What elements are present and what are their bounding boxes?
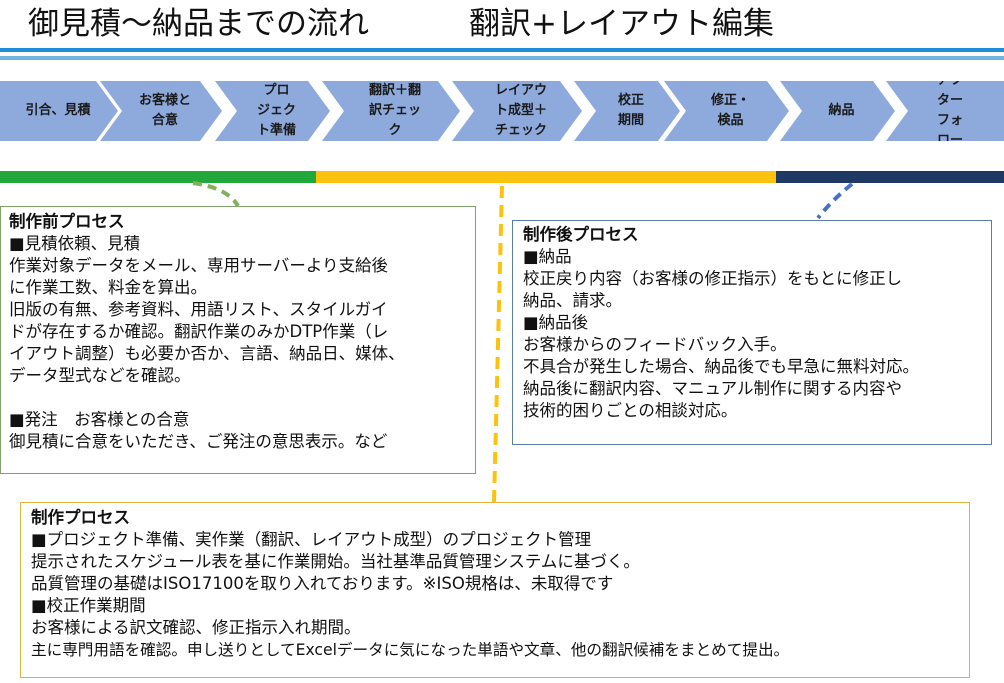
pre-phase-bar xyxy=(0,171,316,183)
step-label: 修正・検品 xyxy=(710,93,750,128)
production-connector xyxy=(492,185,504,503)
production-process-box: 制作プロセス ■プロジェクト準備、実作業（翻訳、レイアウト成型）のプロジェクト管… xyxy=(20,502,970,678)
post-process-line: 不具合が発生した場合、納品後でも早急に無料対応。 xyxy=(523,357,919,376)
post-process-line: 技術的困りごとの相談対応。 xyxy=(523,401,738,420)
pre-process-line: に作業工数、料金を算出。 xyxy=(9,278,207,297)
production-process-title: 制作プロセス xyxy=(31,508,130,527)
step-label: プロジェクト準備 xyxy=(256,83,296,138)
post-process-line: 校正戻り内容（お客様の修正指示）をもとに修正し xyxy=(523,269,903,288)
page-title: 御見積～納品までの流れ xyxy=(28,6,369,42)
step-proofreading-period: 校正期間 xyxy=(574,81,680,141)
production-phase-bar xyxy=(316,171,776,183)
pre-process-line: 旧版の有無、参考資料、用語リスト、スタイルガイ xyxy=(9,300,388,319)
pre-process-line: ■発注 お客様との合意 xyxy=(9,410,190,429)
step-label: レイアウト成型＋チェック xyxy=(494,83,547,138)
post-process-box: 制作後プロセス ■納品 校正戻り内容（お客様の修正指示）をもとに修正し 納品、請… xyxy=(512,220,992,445)
pre-connector xyxy=(192,181,240,208)
pre-process-line: 御見積に合意をいただき、ご発注の意思表示。など xyxy=(9,432,388,451)
production-process-line: ■校正作業期間 xyxy=(31,596,146,615)
step-label: お客様と合意 xyxy=(138,93,191,128)
production-process-line: 品質管理の基礎はISO17100を取り入れております。※ISO規格は、未取得です xyxy=(31,574,614,593)
step-correction-inspection: 修正・検品 xyxy=(664,81,789,141)
post-connector xyxy=(816,182,854,220)
pre-process-line: ドが存在するか確認。翻訳作業のみかDTP作業（レ xyxy=(9,322,389,341)
step-after-follow: アフターフォロー xyxy=(886,81,1004,141)
step-project-prep: プロジェクト準備 xyxy=(215,81,330,141)
step-translation-check: 翻訳＋翻訳チェック xyxy=(322,81,460,141)
step-label: 校正期間 xyxy=(617,93,644,128)
header-rule-light xyxy=(0,56,1004,60)
pre-process-line: データ型式などを確認。 xyxy=(9,366,191,385)
pre-process-box: 制作前プロセス ■見積依頼、見積 作業対象データをメール、専用サーバーより支給後… xyxy=(0,206,476,474)
step-customer-agreement: お客様と合意 xyxy=(100,81,222,141)
step-inquiry-estimate: 引合、見積 xyxy=(0,81,118,141)
post-phase-bar xyxy=(776,171,1004,183)
pre-process-line: ■見積依頼、見積 xyxy=(9,234,141,253)
post-process-line: お客様からのフィードバック入手。 xyxy=(523,335,787,354)
page-subtitle: 翻訳+レイアウト編集 xyxy=(469,6,774,42)
process-flow: 引合、見積 お客様と合意 プロジェクト準備 翻訳＋翻訳チェック レイアウト成型＋… xyxy=(0,81,1004,141)
step-label: 翻訳＋翻訳チェック xyxy=(368,83,421,138)
post-process-line: 納品後に翻訳内容、マニュアル制作に関する内容や xyxy=(523,379,903,398)
post-process-line: ■納品 xyxy=(523,247,572,266)
step-label: 引合、見積 xyxy=(25,103,91,118)
pre-process-line: イアウト調整）も必要か否か、言語、納品日、媒体、 xyxy=(9,344,405,363)
post-process-line: ■納品後 xyxy=(523,313,589,332)
post-process-title: 制作後プロセス xyxy=(523,225,639,244)
step-layout-check: レイアウト成型＋チェック xyxy=(452,81,582,141)
step-label: 納品 xyxy=(828,103,855,118)
production-process-line: 提示されたスケジュール表を基に作業開始。当社基準品質管理システムに基づく。 xyxy=(31,552,640,571)
pre-process-title: 制作前プロセス xyxy=(9,212,125,231)
step-label: アフターフォロー xyxy=(936,73,963,148)
pre-process-line xyxy=(9,387,467,409)
production-process-line: 主に専門用語を確認。申し送りとしてExcelデータに気になった単語や文章、他の翻… xyxy=(31,641,790,659)
post-process-line: 納品、請求。 xyxy=(523,291,622,310)
header-rule-dark xyxy=(0,48,1004,52)
production-process-line: お客様による訳文確認、修正指示入れ期間。 xyxy=(31,618,361,637)
step-delivery: 納品 xyxy=(780,81,895,141)
pre-process-line: 作業対象データをメール、専用サーバーより支給後 xyxy=(9,256,389,275)
production-process-line: ■プロジェクト準備、実作業（翻訳、レイアウト成型）のプロジェクト管理 xyxy=(31,530,592,549)
